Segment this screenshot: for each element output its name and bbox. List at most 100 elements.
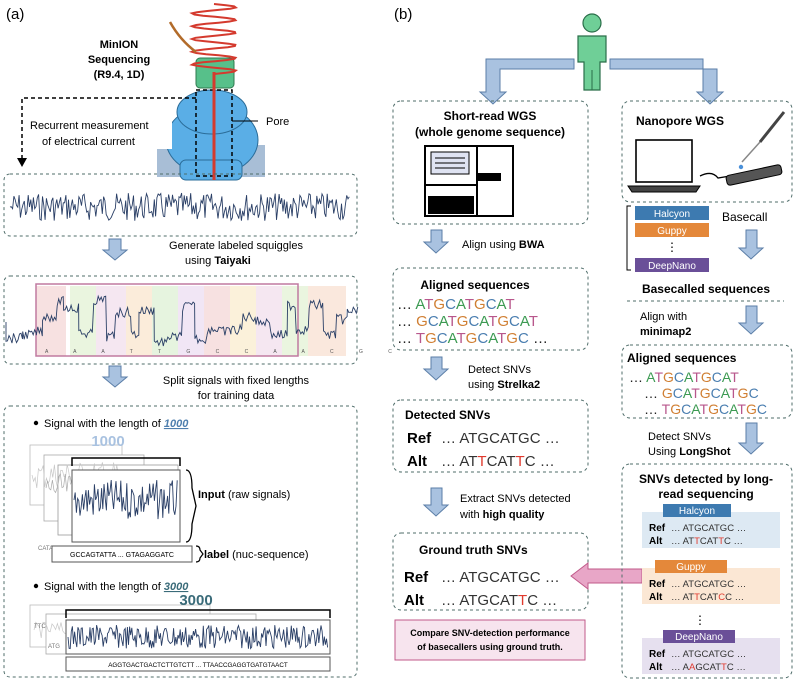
compare-box	[394, 619, 586, 661]
align-bwa-label: Align using BWA	[462, 239, 545, 251]
long-read-title-1: SNVs detected by long-	[639, 472, 773, 486]
recurrent-label-1: Recurrent measurement	[30, 120, 149, 132]
deepnano-ref-seq: … ATGCATGC …	[671, 649, 746, 660]
label-label: label (nuc-sequence)	[204, 549, 309, 561]
aligned-right-box	[621, 344, 793, 419]
bullet-3000: Signal with the length of 3000	[44, 581, 189, 593]
detected-snvs-title: Detected SNVs	[405, 408, 491, 422]
arrow-basecall	[737, 229, 765, 260]
arrow-generate	[101, 238, 129, 261]
arrow-minimap	[737, 305, 765, 335]
basecaller-halcyon	[635, 206, 709, 220]
detected-ref-label: Ref	[407, 430, 432, 447]
deepnano-card	[642, 638, 780, 674]
window-stack-1000	[29, 444, 197, 543]
short-read-title-1: Short-read WGS	[444, 109, 537, 123]
ground-ref-seq: … ATGCATGC …	[441, 569, 560, 586]
halcyon-alt-seq: … ATTCATTC …	[671, 536, 743, 547]
halcyon-ref-seq: … ATGCATGC …	[671, 523, 746, 534]
nanopore-illustration	[157, 3, 265, 181]
compare-line-2: of basecallers using ground truth.	[417, 642, 563, 652]
deepnano-tag-label: DeepNano	[675, 632, 723, 643]
arrow-detect-left	[422, 356, 450, 381]
minion-label-2: Sequencing	[88, 54, 150, 66]
split-label-1: Split signals with fixed lengths	[163, 375, 310, 387]
detect-right-label-2: Using LongShot	[648, 446, 731, 458]
recurrent-label-2: of electrical current	[42, 136, 135, 148]
detected-alt-seq: … ATTCATTC …	[441, 453, 555, 470]
aligned-left-row-3: … TGCATGCATGC …	[397, 330, 548, 347]
deepnano-alt-label: Alt	[649, 662, 663, 673]
window-1000-trace	[73, 479, 178, 520]
guppy-card	[642, 568, 780, 604]
detect-right-label-1: Detect SNVs	[648, 431, 711, 443]
input-brace	[185, 469, 197, 543]
squiggle-bases: A A A T T G C C A A C G C	[45, 349, 404, 355]
split-label-2: for training data	[198, 390, 275, 402]
detected-alt-label: Alt	[407, 453, 427, 470]
bracket-1000	[71, 457, 181, 466]
aligned-right-row-2: … GCATGCATGC	[644, 385, 759, 401]
window-stack-3000	[29, 604, 331, 655]
arrow-to-nanopore	[609, 58, 725, 105]
aligned-left-box	[392, 267, 589, 351]
long-read-dots: ⋮	[694, 613, 706, 627]
aligned-right-row-1: … ATGCATGCAT	[629, 369, 739, 385]
compare-line-1: Compare SNV-detection performance	[410, 628, 570, 638]
basecaller-dots: ⋮	[666, 240, 678, 254]
raw-signal-trace	[9, 192, 350, 222]
input-label: Input (raw signals)	[198, 489, 290, 501]
label-seq-1000: GCCAGTATTA ... GTAGAGGATC	[70, 552, 174, 559]
label-seq-3000: AGGTGACTGACTCTTGTCTT ... TTAACCGAGGTGATG…	[108, 662, 288, 669]
basecaller-halcyon-label: Halcyon	[654, 209, 690, 220]
arrow-to-short-read	[478, 58, 575, 105]
arrow-longshot	[737, 422, 765, 455]
long-read-box	[621, 463, 793, 679]
person-icon	[577, 13, 607, 91]
guppy-alt-seq: … ATTCATCC …	[671, 592, 744, 603]
halcyon-tag-label: Halcyon	[679, 506, 715, 517]
aligned-right-title: Aligned sequences	[627, 351, 737, 365]
guppy-ref-seq: … ATGCATGC …	[671, 579, 746, 590]
pore-label: Pore	[266, 116, 289, 128]
detect-left-label-2: using Strelka2	[468, 379, 540, 391]
arrow-split	[101, 365, 129, 388]
deepnano-ref-label: Ref	[649, 649, 666, 660]
halcyon-alt-label: Alt	[649, 536, 663, 547]
align-minimap-label-1: Align with	[640, 311, 687, 323]
window-1000-number: 1000	[91, 433, 124, 450]
guppy-ref-label: Ref	[649, 579, 666, 590]
short-read-title-2: (whole genome sequence)	[415, 125, 565, 139]
squiggle-trace	[5, 294, 359, 347]
extract-label-2: with high quality	[459, 509, 545, 521]
basecaller-guppy-label: Guppy	[657, 226, 686, 237]
detected-snvs-box	[392, 399, 589, 473]
arrow-extract	[422, 487, 450, 517]
detected-ref-seq: … ATGCATGC …	[441, 430, 560, 447]
deepnano-tag	[663, 630, 735, 643]
laptop-sequencer-icon	[627, 111, 786, 193]
atg-text: ATG	[48, 644, 60, 650]
extract-label-1: Extract SNVs detected	[460, 493, 571, 505]
minion-label-1: MinION	[100, 39, 139, 51]
aligned-right-row-3: … TGCATGCATGC	[644, 401, 767, 417]
label-seq-1000-box	[51, 545, 193, 563]
minion-label-3: (R9.4, 1D)	[94, 69, 145, 81]
halcyon-tag	[663, 504, 731, 517]
aligned-left-title: Aligned sequences	[420, 278, 530, 292]
bracket-3000	[65, 609, 331, 618]
basecaller-deepnano	[635, 258, 709, 272]
guppy-tag-label: Guppy	[676, 562, 705, 573]
recurrent-arrow	[21, 97, 196, 160]
window-3000-trace	[67, 624, 329, 650]
basecaller-guppy	[635, 223, 709, 237]
basecaller-deepnano-label: DeepNano	[648, 261, 696, 272]
basecalled-title: Basecalled sequences	[642, 282, 770, 296]
ground-truth-title: Ground truth SNVs	[419, 543, 528, 557]
raw-signal-box	[3, 173, 358, 237]
bullet-1000: Signal with the length of 1000	[44, 418, 189, 430]
panel-a-label: (a)	[6, 6, 24, 23]
guppy-tag	[655, 560, 727, 573]
detect-left-label-1: Detect SNVs	[468, 364, 531, 376]
long-read-title-2: read sequencing	[658, 487, 753, 501]
